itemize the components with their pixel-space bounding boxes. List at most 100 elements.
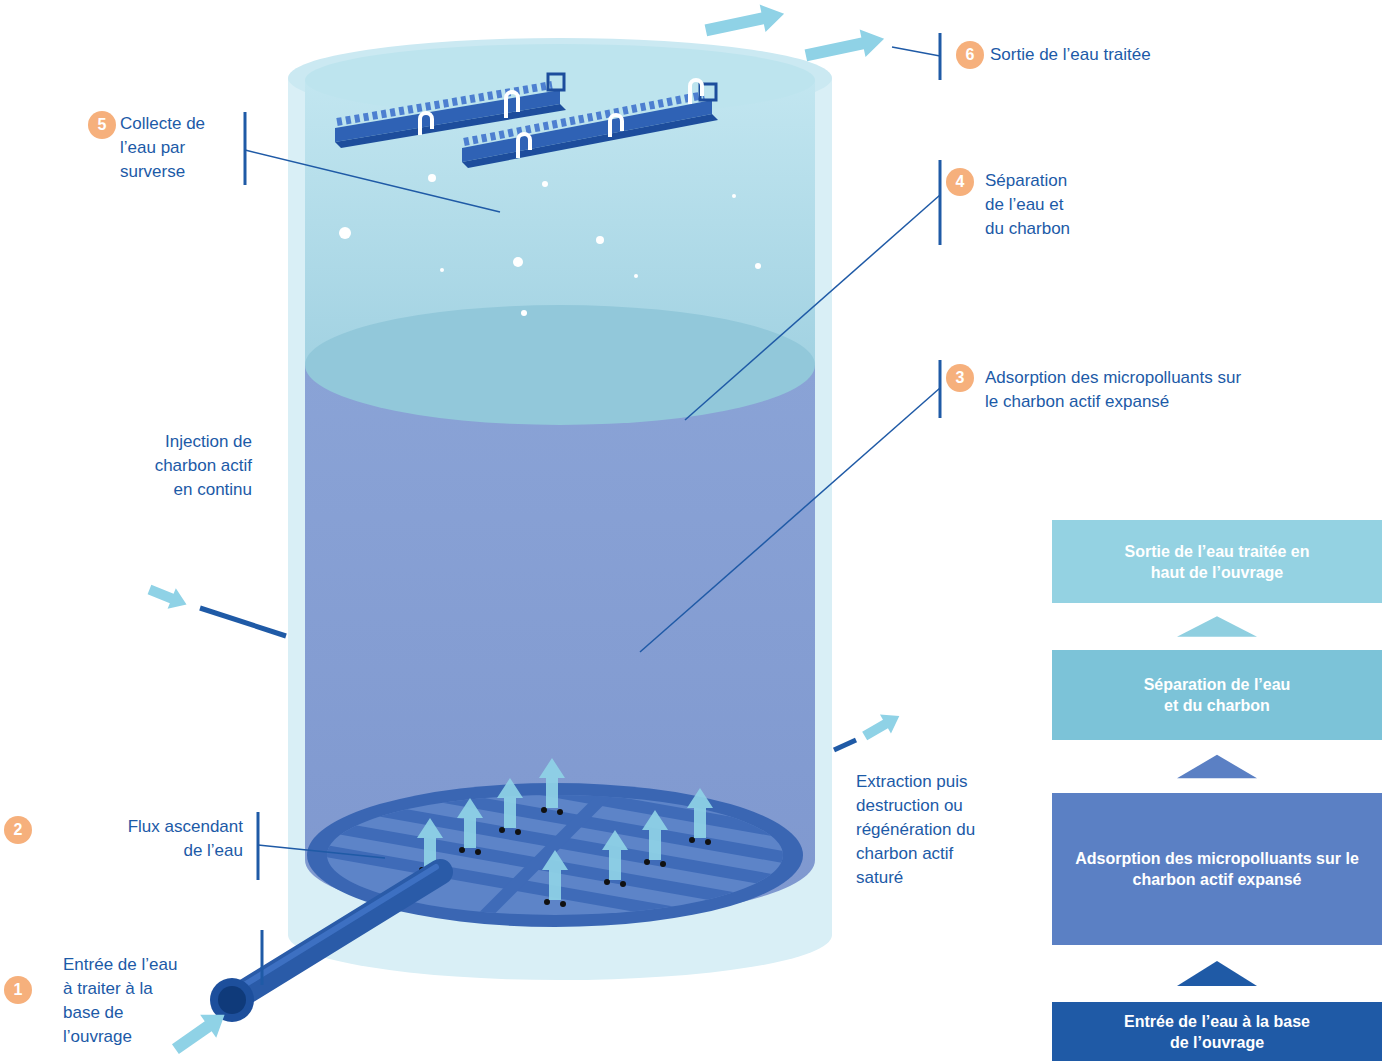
tank-shell	[288, 78, 832, 980]
inlet-pipe	[232, 872, 440, 1000]
nozzle-dots	[557, 809, 563, 815]
upflow-arrows	[417, 758, 713, 900]
upflow-arrows	[539, 758, 565, 808]
nozzle-dots	[660, 861, 666, 867]
flow-arrows	[859, 706, 905, 745]
upflow-arrows	[602, 830, 628, 880]
leader-lines	[244, 112, 247, 185]
leader-lines	[939, 160, 942, 245]
inlet-pipe	[236, 867, 436, 990]
overflow-arrows	[420, 113, 432, 135]
overflow-trough	[462, 114, 718, 168]
bubbles	[428, 174, 436, 182]
flow-arrows	[167, 1003, 232, 1060]
nozzle-dots	[705, 839, 711, 845]
leader-lines	[245, 33, 940, 985]
upflow-arrows	[687, 788, 713, 838]
callout-circle: 1	[4, 976, 32, 1004]
inlet-pipe	[218, 986, 246, 1014]
process-box: Séparation de l’eau et du charbon	[1052, 650, 1382, 740]
nozzle-dots	[560, 901, 566, 907]
flow-arrows	[803, 25, 887, 69]
tank-shell	[288, 38, 832, 980]
overflow-arrows	[610, 115, 622, 137]
bubbles	[440, 268, 444, 272]
overflow-arrows	[518, 134, 530, 158]
leader-lines	[245, 150, 500, 212]
carbon-bed	[305, 305, 815, 425]
nozzle-dots	[620, 881, 626, 887]
leader-lines	[685, 195, 940, 420]
callout-label: Extraction puis destruction ou régénérat…	[856, 770, 978, 890]
bubbles	[755, 263, 761, 269]
callout-label-box: Sortie de l’eau traitée	[990, 43, 1250, 67]
box-text: Sortie de l’eau traitée en haut de l’ouv…	[1122, 541, 1312, 583]
callout-label: Entrée de l’eau à traiter à la base de l…	[63, 953, 183, 1049]
bubbles	[634, 274, 638, 278]
flow-arrows	[145, 579, 190, 614]
bubbles	[521, 310, 527, 316]
flow-arrows	[145, 0, 904, 1061]
callout-label-box: Séparation de l’eau et du charbon	[985, 169, 1085, 241]
callout-label-box: Flux ascendant de l’eau	[113, 815, 243, 863]
callout-circle: 4	[946, 168, 974, 196]
leader-lines	[257, 812, 260, 880]
flow-arrow	[1177, 616, 1257, 637]
process-box: Sortie de l’eau traitée en haut de l’ouv…	[1052, 520, 1382, 603]
flow-arrow	[1177, 961, 1257, 986]
box-text: Adsorption des micropolluants sur le cha…	[1072, 848, 1362, 890]
overflow-trough	[335, 74, 718, 168]
flow-arrows	[703, 0, 787, 44]
leader-lines	[258, 845, 385, 858]
bubbles	[339, 174, 761, 316]
callout-number: 1	[14, 982, 23, 998]
callout-number: 3	[956, 370, 965, 386]
callout-circle: 2	[4, 816, 32, 844]
upflow-arrows	[542, 850, 568, 900]
overflow-arrows	[690, 80, 702, 104]
callout-label: Collecte de l’eau par surverse	[120, 112, 238, 184]
callout-number: 6	[966, 47, 975, 63]
bubbles	[596, 236, 604, 244]
callout-label: Sortie de l’eau traitée	[990, 43, 1250, 67]
process-box: Adsorption des micropolluants sur le cha…	[1052, 793, 1382, 945]
flow-arrow	[1177, 755, 1257, 778]
leader-lines	[261, 930, 264, 985]
callout-label-box: Extraction puis destruction ou régénérat…	[856, 770, 978, 890]
callout-label: Adsorption des micropolluants sur le cha…	[985, 366, 1247, 414]
upflow-arrows	[457, 798, 483, 848]
bubbles	[513, 257, 523, 267]
feed-lines	[200, 608, 286, 636]
callout-label: Injection de charbon actif en continu	[147, 430, 252, 502]
bubbles	[339, 227, 351, 239]
nozzle-dots	[475, 849, 481, 855]
callout-circle: 6	[956, 41, 984, 69]
inlet-pipe	[210, 867, 440, 1022]
bubbles	[542, 181, 548, 187]
leader-lines	[640, 388, 940, 652]
upflow-arrows	[642, 810, 668, 860]
callout-number: 5	[98, 117, 107, 133]
overflow-arrows	[420, 80, 702, 158]
nozzle-dots	[515, 829, 521, 835]
leader-lines	[892, 47, 940, 56]
callout-circle: 3	[946, 364, 974, 392]
overflow-trough	[464, 95, 704, 142]
callout-label-box: Injection de charbon actif en continu	[147, 430, 252, 502]
callout-number: 4	[956, 174, 965, 190]
overflow-trough	[548, 74, 564, 90]
callout-circle: 5	[88, 111, 116, 139]
callout-label: Flux ascendant de l’eau	[113, 815, 243, 863]
support-grid	[470, 780, 620, 930]
callout-label-box: Collecte de l’eau par surverse	[120, 112, 238, 184]
process-box: Entrée de l’eau à la base de l’ouvrage	[1052, 1002, 1382, 1061]
feed-lines	[834, 740, 856, 750]
callout-label-box: Entrée de l’eau à traiter à la base de l…	[63, 953, 183, 1049]
upflow-arrows	[497, 778, 523, 828]
overflow-arrows	[506, 92, 518, 118]
carbon-bed	[305, 305, 815, 920]
bubbles	[732, 194, 736, 198]
nozzle-dots	[419, 807, 711, 907]
box-text: Séparation de l’eau et du charbon	[1137, 674, 1297, 716]
